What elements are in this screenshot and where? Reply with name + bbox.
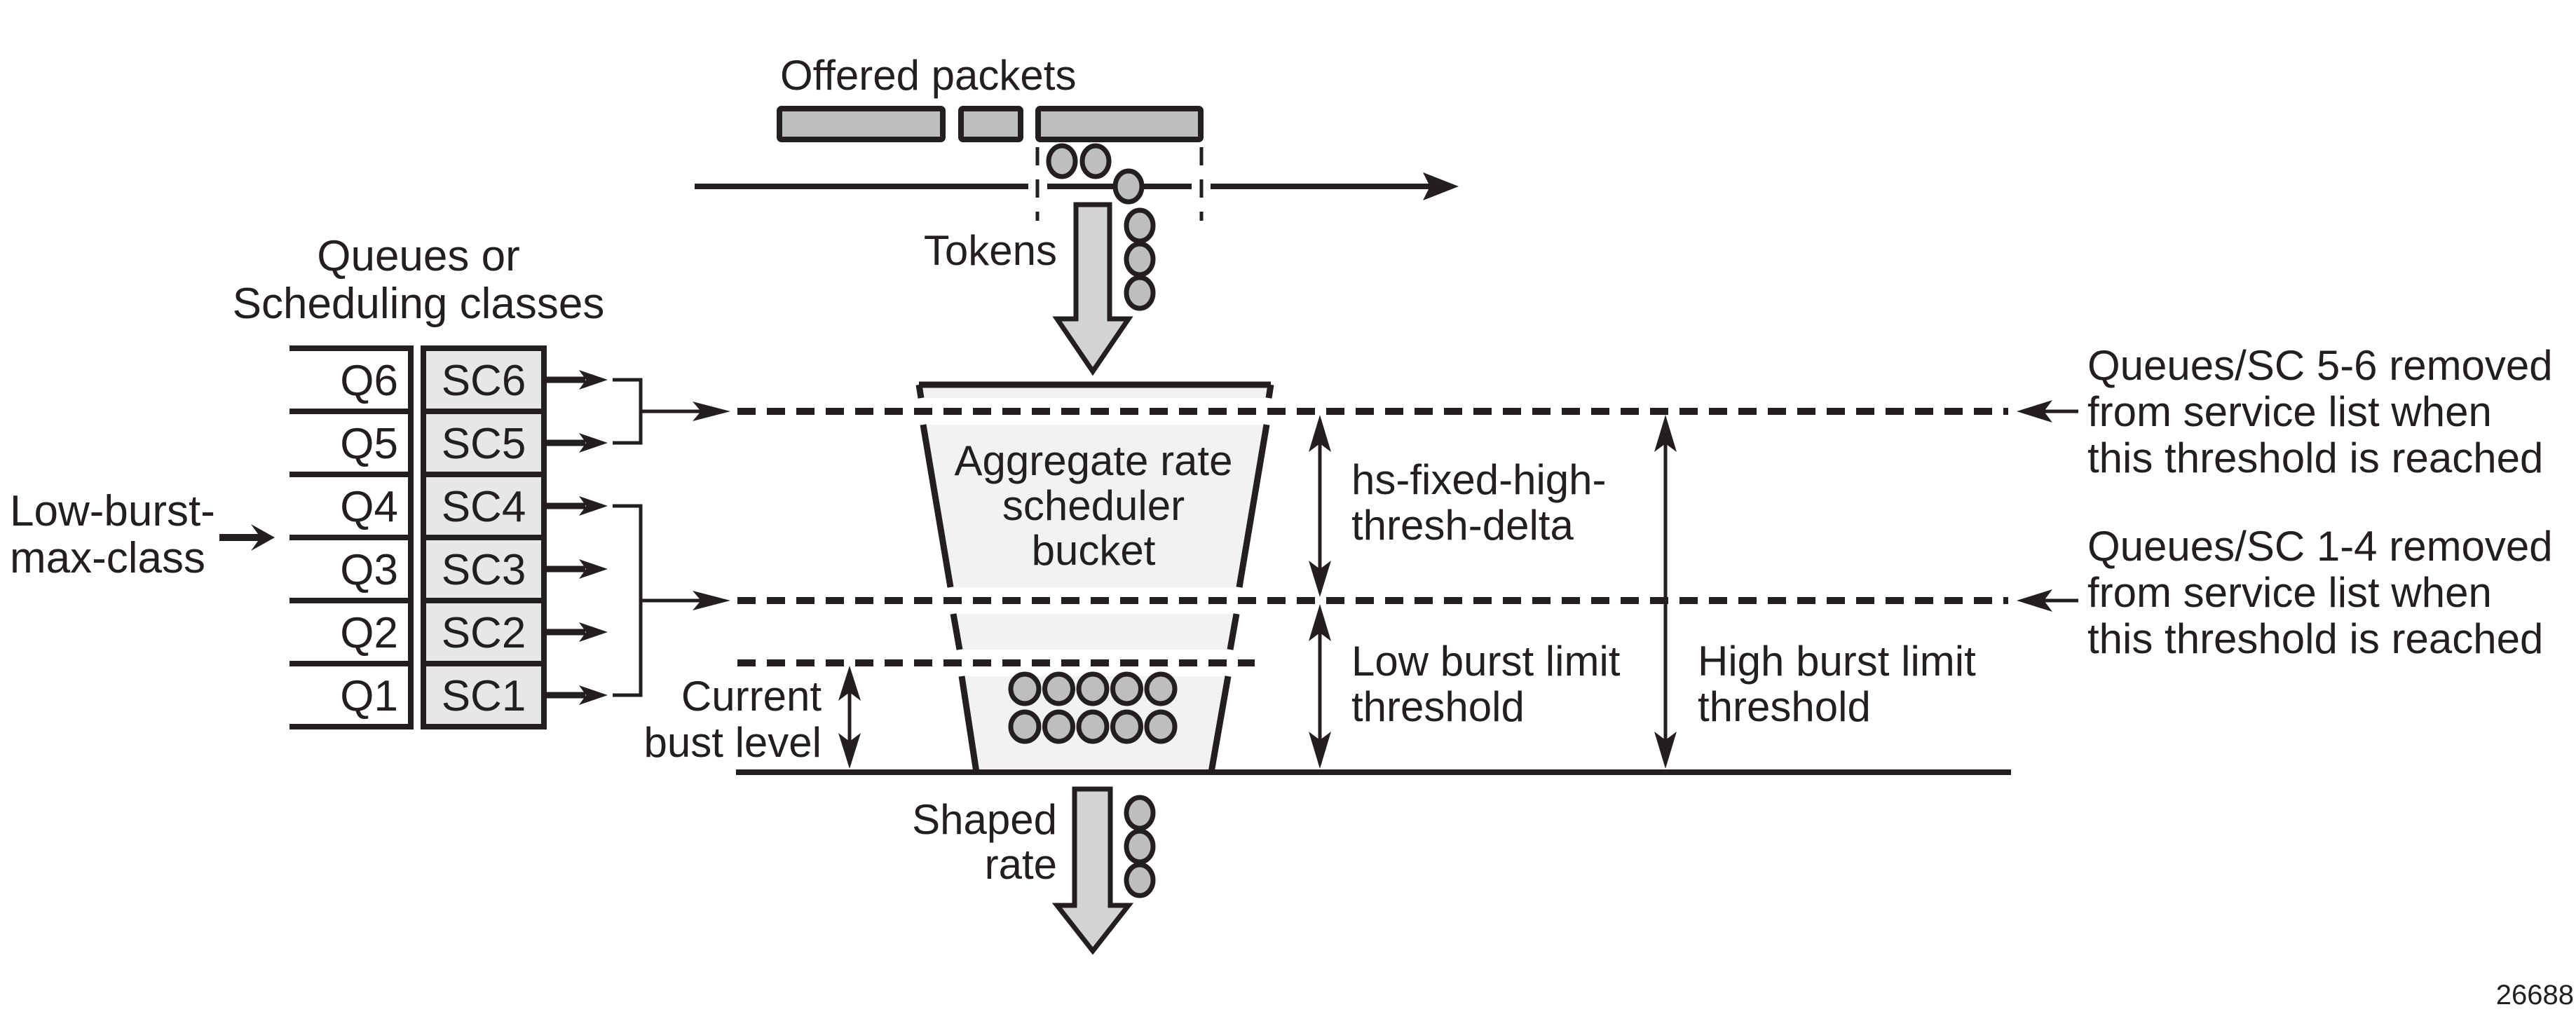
shaped-rate-arrow-icon (1051, 786, 1134, 955)
tokens-arrow-icon (1052, 202, 1133, 376)
bucket-token (1144, 671, 1178, 706)
low-burst-max-class-line1: Low-burst- (10, 487, 215, 535)
packet-3 (1035, 106, 1204, 142)
high-burst-arrow-down (1654, 732, 1677, 769)
queue-row: Q1 SC1 (340, 672, 608, 720)
token (1112, 168, 1145, 205)
token (1124, 828, 1156, 865)
queue-label: Q4 (340, 483, 398, 531)
packet-1 (777, 106, 946, 142)
note-low-line1: Queues/SC 1-4 removed (2087, 523, 2553, 570)
queue-row: Q5 SC5 (340, 420, 608, 468)
token (1124, 241, 1156, 278)
bucket-token (1110, 671, 1143, 706)
hs-delta-arrow-up (1309, 415, 1331, 452)
hs-delta-arrow-down (1309, 561, 1331, 597)
token (1124, 275, 1156, 311)
bracket-sc1-4 (613, 504, 730, 697)
class-output-arrowhead (579, 433, 608, 453)
note-high-line1: Queues/SC 5-6 removed (2087, 342, 2553, 389)
bucket-token (1042, 709, 1075, 744)
class-output-arrowhead (579, 622, 608, 642)
tokens-label: Tokens (924, 227, 1057, 274)
note-low-arrow-icon (2017, 589, 2052, 612)
queue-row: Q6 SC6 (340, 357, 608, 405)
class-output-arrowhead (579, 685, 608, 705)
scheduling-class-label: SC3 (442, 546, 526, 594)
queue-label: Q5 (340, 420, 398, 468)
token (1124, 795, 1156, 831)
bucket-token (1042, 671, 1075, 706)
high-burst-label-line1: High burst limit (1698, 638, 1976, 685)
scheduling-class-label: SC1 (442, 672, 526, 720)
bucket-token (1110, 709, 1143, 744)
current-burst-label-line2: bust level (644, 719, 822, 766)
scheduling-class-label: SC5 (442, 420, 526, 468)
outgoing-tokens (1124, 795, 1156, 898)
low-burst-arrow-down (1309, 732, 1331, 769)
queue-label: Q6 (340, 357, 398, 405)
class-output-arrowhead (579, 559, 608, 579)
bucket-token (1076, 709, 1110, 744)
token (1124, 207, 1156, 244)
scheduling-class-label: SC6 (442, 357, 526, 405)
token (1046, 143, 1078, 179)
bracket-sc1-4-arrowhead (693, 591, 730, 610)
offered-packets (777, 106, 1204, 142)
low-burst-label-line1: Low burst limit (1351, 638, 1621, 685)
hs-delta-label-line2: thresh-delta (1351, 502, 1574, 549)
bucket-label-line3: bucket (1032, 527, 1156, 574)
queue-row: Q2 SC2 (340, 609, 608, 657)
bracket-sc5-6-arrowhead (693, 402, 730, 421)
note-high-line2: from service list when (2087, 388, 2492, 435)
scheduling-class-label: SC2 (442, 609, 526, 657)
queue-row: Q3 SC3 (340, 546, 608, 594)
incoming-tokens (1046, 143, 1156, 311)
note-low-line3: this threshold is reached (2087, 615, 2543, 662)
current-burst-label-line1: Current (681, 673, 822, 720)
queue-label: Q3 (340, 546, 398, 594)
bucket-tokens (1008, 671, 1178, 744)
note-high-arrow-icon (2017, 400, 2052, 423)
bucket-label-line1: Aggregate rate (955, 437, 1233, 484)
shaped-rate-line2: rate (985, 841, 1057, 888)
class-output-arrowhead (579, 370, 608, 390)
token (1079, 143, 1112, 179)
packet-window-markers (1035, 147, 1204, 221)
queue-row: Q4 SC4 (340, 483, 608, 531)
time-axis (695, 172, 1459, 200)
bracket-sc5-6 (613, 378, 730, 445)
low-burst-max-class-line2: max-class (10, 534, 205, 582)
bucket-token (1076, 671, 1110, 706)
high-burst-arrow-up (1654, 415, 1677, 452)
low-burst-arrow-up (1309, 604, 1331, 641)
hs-delta-label-line1: hs-fixed-high- (1351, 456, 1607, 503)
current-burst-arrow-up (838, 666, 861, 701)
offered-packets-label: Offered packets (780, 52, 1076, 99)
packet-2 (958, 106, 1023, 142)
queue-label: Q2 (340, 609, 398, 657)
queue-label: Q1 (340, 672, 398, 720)
note-low-line2: from service list when (2087, 569, 2492, 616)
current-burst-arrow-down (838, 733, 861, 769)
queues-header-line2: Scheduling classes (233, 280, 605, 328)
queues-header-line1: Queues or (317, 232, 520, 280)
class-output-arrowhead (579, 496, 608, 516)
bucket-label-line2: scheduler (1002, 482, 1185, 529)
shaped-rate-line1: Shaped (912, 796, 1057, 843)
note-high-line3: this threshold is reached (2087, 434, 2543, 481)
bucket-token (1008, 709, 1042, 744)
bucket-token (1144, 709, 1178, 744)
bucket-walls (915, 381, 1274, 773)
bucket-token (1008, 671, 1042, 706)
scheduling-class-label: SC4 (442, 483, 526, 531)
time-axis-arrowhead (1423, 172, 1459, 200)
low-burst-label-line2: threshold (1351, 683, 1525, 730)
low-burst-max-class-arrow-icon (219, 524, 275, 551)
high-burst-label-line2: threshold (1698, 683, 1871, 730)
token (1124, 862, 1156, 898)
figure-id: 26688 (2496, 980, 2574, 1010)
